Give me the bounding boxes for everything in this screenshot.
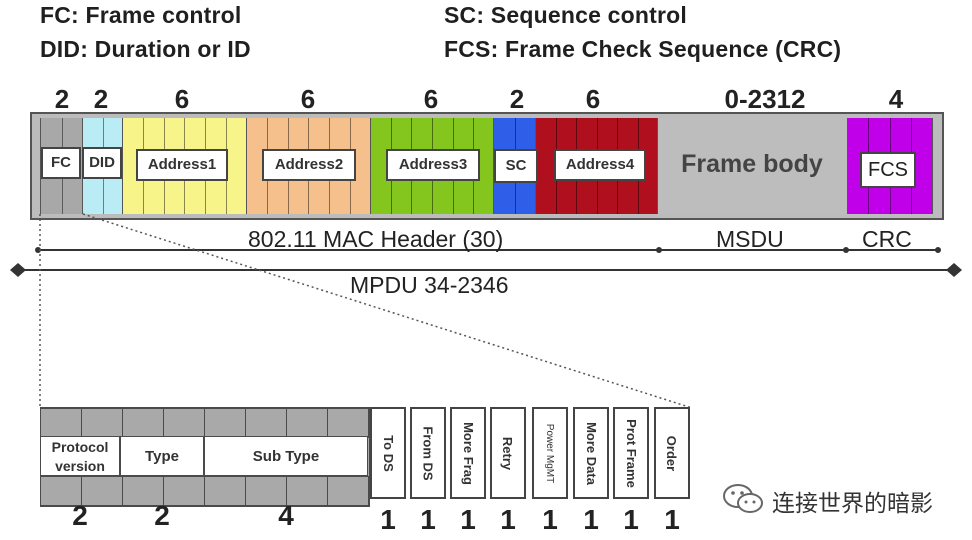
crc-label: CRC	[862, 226, 912, 252]
legend-fc: FC: Frame control	[40, 2, 242, 28]
zoom-line-right	[82, 213, 693, 409]
byte-count-address1: 6	[174, 84, 190, 114]
bits-prot-frame: 1	[623, 504, 639, 535]
watermark-text: 连接世界的暗影	[772, 491, 933, 517]
protocol-version-text: Protocol version	[51, 439, 109, 474]
flag-retry-text: Retry	[500, 436, 516, 470]
flag-to-ds: To DS	[370, 407, 406, 499]
label-fc: FC	[41, 147, 81, 179]
label-sc: SC	[494, 149, 538, 183]
flag-more-data: More Data	[573, 407, 609, 499]
wechat-icon	[722, 482, 766, 516]
bit-cell	[286, 476, 329, 506]
label-address4: Address4	[554, 149, 646, 181]
bit-cell	[327, 476, 369, 506]
flag-prot-frame-text: Prot Frame	[623, 418, 639, 488]
bit-cell	[122, 476, 165, 506]
label-address2: Address2	[262, 149, 356, 181]
bits-sub-type: 4	[278, 500, 294, 531]
byte-count-sc: 2	[509, 84, 525, 114]
flag-retry: Retry	[490, 407, 526, 499]
bits-protocol-version: 2	[72, 500, 88, 531]
bits-more-frag: 1	[460, 504, 476, 535]
bit-cell	[204, 408, 247, 438]
mpdu-label: MPDU 34-2346	[350, 272, 509, 298]
segment-frame-body	[657, 118, 849, 214]
flag-power-mgmt-text: Power MgMT	[544, 423, 556, 483]
flag-more-data-text: More Data	[583, 421, 599, 485]
crc-start-dot	[843, 247, 849, 253]
flag-more-frag: More Frag	[450, 407, 486, 499]
mac-header-label: 802.11 MAC Header (30)	[248, 226, 504, 252]
bits-more-data: 1	[583, 504, 599, 535]
flag-order: Order	[654, 407, 690, 499]
bit-cell	[81, 408, 124, 438]
byte-count-address2: 6	[300, 84, 316, 114]
byte-count-frame-body: 0-2312	[724, 84, 806, 114]
bits-power-mgmt: 1	[542, 504, 558, 535]
flag-prot-frame: Prot Frame	[613, 407, 649, 499]
byte-count-fcs: 4	[888, 84, 904, 114]
crc-end-dot	[935, 247, 941, 253]
byte-count-address4: 6	[585, 84, 601, 114]
legend-did: DID: Duration or ID	[40, 36, 251, 62]
byte-count-did: 2	[93, 84, 109, 114]
msdu-label: MSDU	[716, 226, 784, 252]
label-fcs: FCS	[860, 152, 916, 188]
bits-from-ds: 1	[420, 504, 436, 535]
label-address3: Address3	[386, 149, 480, 181]
bit-cell	[204, 476, 247, 506]
type-label: Type	[120, 436, 204, 476]
flag-order-text: Order	[664, 435, 680, 471]
bits-retry: 1	[500, 504, 516, 535]
bit-cell	[286, 408, 329, 438]
bits-order: 1	[664, 504, 680, 535]
sub-type-label: Sub Type	[204, 436, 368, 476]
header-start-dot	[35, 247, 41, 253]
bit-cell	[245, 476, 288, 506]
msdu-start-dot	[656, 247, 662, 253]
mpdu-left-arrow	[10, 263, 26, 277]
bit-cell	[81, 476, 124, 506]
legend-fcs: FCS: Frame Check Sequence (CRC)	[444, 36, 842, 62]
bit-cell	[40, 408, 83, 438]
bits-to-ds: 1	[380, 504, 396, 535]
legend-sc: SC: Sequence control	[444, 2, 687, 28]
bit-cell	[327, 408, 369, 438]
flag-more-frag-text: More Frag	[460, 421, 476, 485]
label-did: DID	[82, 147, 122, 179]
bit-cell	[122, 408, 165, 438]
bits-type: 2	[154, 500, 170, 531]
flag-power-mgmt: Power MgMT	[532, 407, 568, 499]
label-address1: Address1	[136, 149, 228, 181]
byte-count-address3: 6	[423, 84, 439, 114]
bit-cell	[163, 476, 206, 506]
protocol-version-label: Protocol version	[40, 436, 120, 476]
mpdu-right-arrow	[946, 263, 962, 277]
flag-from-ds: From DS	[410, 407, 446, 499]
flag-to-ds-text: To DS	[380, 434, 396, 472]
bit-cell	[245, 408, 288, 438]
bit-cell	[163, 408, 206, 438]
byte-count-fc: 2	[54, 84, 70, 114]
flag-from-ds-text: From DS	[420, 425, 436, 481]
label-frame-body: Frame body	[681, 150, 823, 178]
